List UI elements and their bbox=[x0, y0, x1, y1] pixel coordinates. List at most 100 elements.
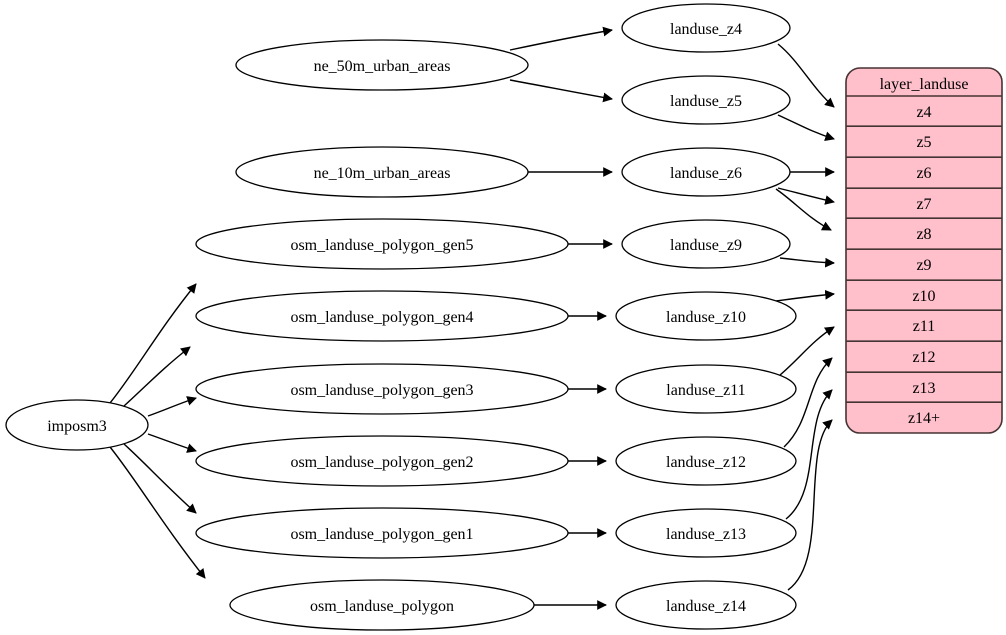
table-cell-label: z10 bbox=[912, 288, 935, 305]
node-label-osm_landuse_polygon_gen5: osm_landuse_polygon_gen5 bbox=[290, 237, 473, 254]
edge-ne_50m_urban_areas-to-landuse_z5 bbox=[509, 79, 613, 103]
node-label-landuse_z10: landuse_z10 bbox=[666, 309, 746, 326]
edge-landuse_z5-to-row_z5 bbox=[777, 114, 835, 141]
edges-layer bbox=[109, 26, 835, 610]
table-row-z8[interactable]: z8 bbox=[846, 217, 1002, 243]
table-cell-label: z9 bbox=[916, 257, 931, 274]
table-cell-label: z11 bbox=[913, 318, 936, 335]
node-landuse_z11[interactable]: landuse_z11 bbox=[615, 364, 797, 414]
node-osm_landuse_polygon_gen4[interactable]: osm_landuse_polygon_gen4 bbox=[195, 290, 569, 342]
node-osm_landuse_polygon_gen2[interactable]: osm_landuse_polygon_gen2 bbox=[195, 435, 569, 487]
table-row-z9[interactable]: z9 bbox=[846, 248, 1002, 274]
edge-landuse_z13-to-row_z13 bbox=[785, 389, 833, 520]
edge-landuse_z6-to-row_z7 bbox=[777, 187, 835, 205]
node-shape-imposm3 bbox=[5, 399, 149, 451]
nodes-layer: imposm3 ne_50m_urban_areas ne_10m_urban_ar… bbox=[5, 3, 797, 631]
node-shape-landuse_z14 bbox=[615, 580, 797, 630]
table-header-label: layer_landuse bbox=[880, 76, 969, 93]
node-shape-osm_landuse_polygon bbox=[229, 579, 535, 631]
node-landuse_z4[interactable]: landuse_z4 bbox=[621, 3, 791, 53]
node-label-landuse_z4: landuse_z4 bbox=[670, 21, 742, 38]
edge-landuse_z6-to-row_z8 bbox=[775, 188, 832, 231]
node-label-osm_landuse_polygon_gen3: osm_landuse_polygon_gen3 bbox=[290, 382, 473, 399]
table-row-z13[interactable]: z13 bbox=[846, 371, 1002, 397]
edge-landuse_z10-to-row_z10 bbox=[775, 289, 835, 302]
node-shape-ne_10m_urban_areas bbox=[235, 146, 529, 198]
node-landuse_z10[interactable]: landuse_z10 bbox=[615, 291, 797, 341]
table-row-z7[interactable]: z7 bbox=[846, 187, 1002, 213]
node-shape-landuse_z13 bbox=[615, 508, 797, 558]
node-label-landuse_z5: landuse_z5 bbox=[670, 93, 742, 110]
table-cell-label: z7 bbox=[916, 196, 931, 213]
node-shape-ne_50m_urban_areas bbox=[235, 39, 529, 91]
node-osm_landuse_polygon[interactable]: osm_landuse_polygon bbox=[229, 579, 535, 631]
edge-landuse_z4-to-row_z4 bbox=[777, 43, 835, 108]
node-shape-landuse_z9 bbox=[621, 219, 791, 269]
node-shape-osm_landuse_polygon_gen4 bbox=[195, 290, 569, 342]
node-landuse_z6[interactable]: landuse_z6 bbox=[621, 147, 791, 197]
table-row-z5[interactable]: z5 bbox=[846, 125, 1002, 151]
node-label-osm_landuse_polygon_gen4: osm_landuse_polygon_gen4 bbox=[290, 309, 473, 326]
node-shape-landuse_z4 bbox=[621, 3, 791, 53]
node-label-imposm3: imposm3 bbox=[47, 418, 107, 435]
node-ne_50m_urban_areas[interactable]: ne_50m_urban_areas bbox=[235, 39, 529, 91]
node-landuse_z5[interactable]: landuse_z5 bbox=[621, 75, 791, 125]
table-row-z11[interactable]: z11 bbox=[846, 309, 1002, 335]
node-landuse_z12[interactable]: landuse_z12 bbox=[615, 436, 797, 486]
layer-landuse-table: layer_landuse z4 z5 z6 z7 z8 z9 z10 z11 z12 z13 z14… bbox=[845, 67, 1003, 434]
table-cell-label: z8 bbox=[916, 226, 931, 243]
edge-imposm3-to-osm_landuse_polygon_gen4 bbox=[123, 346, 191, 407]
node-label-landuse_z14: landuse_z14 bbox=[666, 598, 746, 615]
node-shape-landuse_z6 bbox=[621, 147, 791, 197]
edge-imposm3-to-osm_landuse_polygon bbox=[109, 446, 206, 579]
node-shape-landuse_z10 bbox=[615, 291, 797, 341]
node-landuse_z14[interactable]: landuse_z14 bbox=[615, 580, 797, 630]
table-row-z12[interactable]: z12 bbox=[846, 340, 1002, 366]
node-osm_landuse_polygon_gen3[interactable]: osm_landuse_polygon_gen3 bbox=[195, 363, 569, 415]
edge-imposm3-to-osm_landuse_polygon_gen2 bbox=[147, 433, 197, 453]
node-landuse_z9[interactable]: landuse_z9 bbox=[621, 219, 791, 269]
edge-landuse_z12-to-row_z12 bbox=[783, 357, 833, 448]
edge-ne_50m_urban_areas-to-landuse_z4 bbox=[509, 26, 613, 51]
node-osm_landuse_polygon_gen1[interactable]: osm_landuse_polygon_gen1 bbox=[195, 507, 569, 559]
table-row-z6[interactable]: z6 bbox=[846, 156, 1002, 182]
edge-imposm3-to-osm_landuse_polygon_gen1 bbox=[123, 443, 197, 514]
node-label-osm_landuse_polygon: osm_landuse_polygon bbox=[310, 598, 454, 615]
node-label-landuse_z12: landuse_z12 bbox=[666, 454, 746, 471]
node-label-landuse_z13: landuse_z13 bbox=[666, 526, 746, 543]
table-cell-label: z4 bbox=[916, 104, 931, 121]
node-shape-landuse_z5 bbox=[621, 75, 791, 125]
table-cell-label: z14+ bbox=[908, 410, 940, 427]
node-osm_landuse_polygon_gen5[interactable]: osm_landuse_polygon_gen5 bbox=[195, 218, 569, 270]
table-row-z14plus[interactable]: z14+ bbox=[846, 401, 1002, 427]
node-label-ne_50m_urban_areas: ne_50m_urban_areas bbox=[314, 58, 451, 75]
table-body bbox=[845, 67, 1003, 434]
node-label-osm_landuse_polygon_gen1: osm_landuse_polygon_gen1 bbox=[290, 526, 473, 543]
table-cell-label: z13 bbox=[912, 380, 935, 397]
node-ne_10m_urban_areas[interactable]: ne_10m_urban_areas bbox=[235, 146, 529, 198]
node-label-ne_10m_urban_areas: ne_10m_urban_areas bbox=[314, 165, 451, 182]
edge-landuse_z11-to-row_z11 bbox=[779, 326, 835, 376]
node-shape-osm_landuse_polygon_gen5 bbox=[195, 218, 569, 270]
table-cell-label: z5 bbox=[916, 134, 931, 151]
node-shape-osm_landuse_polygon_gen3 bbox=[195, 363, 569, 415]
table-cell-label: z12 bbox=[912, 349, 935, 366]
node-label-landuse_z11: landuse_z11 bbox=[666, 382, 745, 399]
node-label-osm_landuse_polygon_gen2: osm_landuse_polygon_gen2 bbox=[290, 454, 473, 471]
node-shape-landuse_z11 bbox=[615, 364, 797, 414]
edge-imposm3-to-osm_landuse_polygon_gen3 bbox=[147, 396, 197, 417]
node-shape-landuse_z12 bbox=[615, 436, 797, 486]
edge-imposm3-to-osm_landuse_polygon_gen5 bbox=[109, 283, 197, 404]
node-shape-osm_landuse_polygon_gen1 bbox=[195, 507, 569, 559]
node-imposm3[interactable]: imposm3 bbox=[5, 399, 149, 451]
node-label-landuse_z9: landuse_z9 bbox=[670, 237, 742, 254]
node-label-landuse_z6: landuse_z6 bbox=[670, 165, 742, 182]
edge-landuse_z14-to-row_z14 bbox=[787, 419, 833, 591]
table-cell-label: z6 bbox=[916, 165, 931, 182]
table-row-z4[interactable]: z4 bbox=[916, 104, 931, 121]
node-landuse_z13[interactable]: landuse_z13 bbox=[615, 508, 797, 558]
edge-landuse_z9-to-row_z9 bbox=[779, 257, 835, 268]
table-row-z10[interactable]: z10 bbox=[846, 279, 1002, 305]
